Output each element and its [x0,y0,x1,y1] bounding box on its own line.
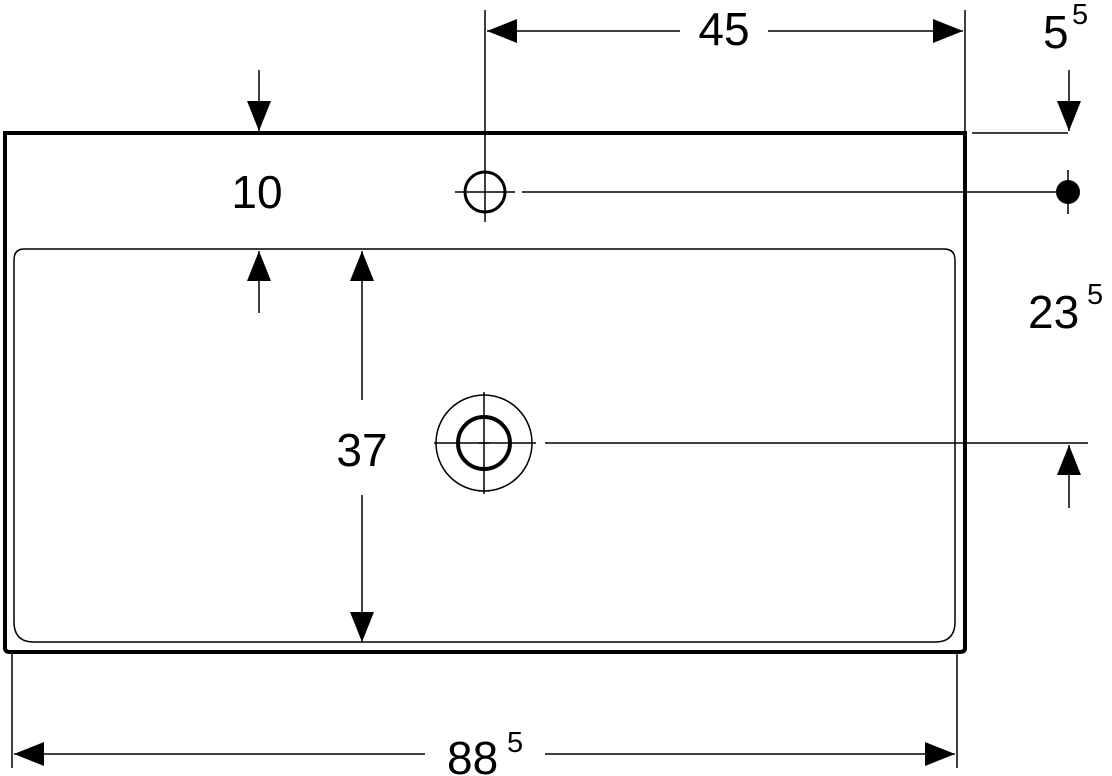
dim-88-5-label: 88 [447,732,498,776]
dim-5-5-label: 5 [1043,6,1069,58]
dim-5-5-superscript: 5 [1072,0,1088,31]
dim-45-label: 45 [698,3,749,55]
dim-37-label: 37 [336,424,387,476]
dim-23-5-superscript: 5 [1087,279,1103,311]
basin-outer-outline [3,131,967,654]
dim-10-label: 10 [231,166,282,218]
dim-23-5-label: 23 [1028,286,1079,338]
dim-88-5-superscript: 5 [507,727,523,759]
basin-inner-bowl [13,248,956,643]
